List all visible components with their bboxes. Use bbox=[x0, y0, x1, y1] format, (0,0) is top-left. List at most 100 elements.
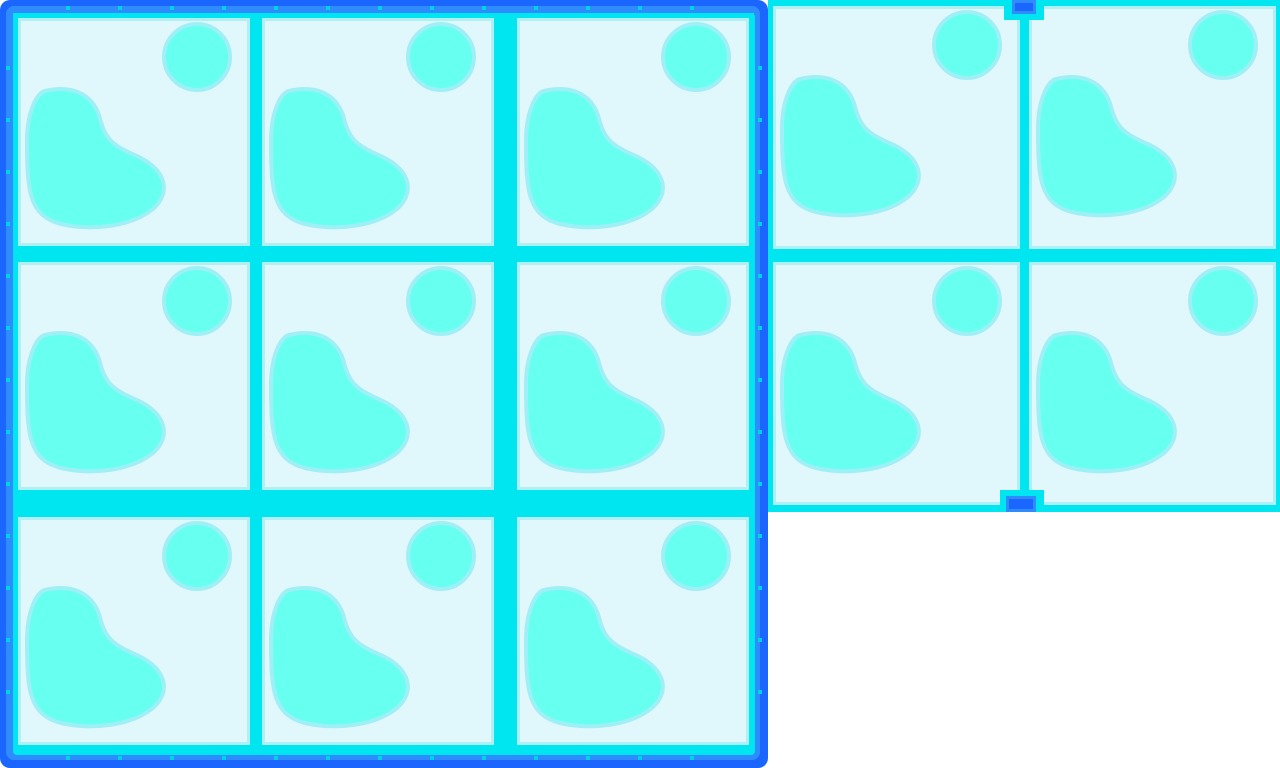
frame-stud bbox=[118, 756, 122, 760]
frame-stud bbox=[118, 6, 122, 10]
tile-r1-c2 bbox=[1024, 1, 1280, 254]
blob-icon bbox=[268, 586, 410, 729]
blob-icon bbox=[268, 331, 410, 474]
blob-icon bbox=[1035, 266, 1258, 474]
blob-icon bbox=[523, 521, 731, 729]
tile-r1-c3 bbox=[512, 13, 754, 251]
bubble-icon bbox=[661, 521, 731, 591]
bubble-icon bbox=[406, 266, 476, 336]
frame-stud bbox=[66, 756, 70, 760]
frame-stud bbox=[274, 6, 278, 10]
tile-r2-c2 bbox=[257, 257, 499, 495]
left-tile-sheet-frame bbox=[0, 0, 768, 768]
blob-icon bbox=[523, 586, 665, 729]
frame-stud bbox=[6, 170, 10, 174]
blob-icon bbox=[268, 266, 476, 474]
blob-icon bbox=[24, 87, 166, 230]
frame-stud bbox=[758, 378, 762, 382]
frame-stud bbox=[586, 756, 590, 760]
tile-r3-c2 bbox=[257, 512, 499, 750]
frame-stud bbox=[758, 326, 762, 330]
bubble-icon bbox=[661, 22, 731, 92]
bubble-icon bbox=[406, 22, 476, 92]
frame-stud bbox=[170, 6, 174, 10]
frame-stud bbox=[170, 756, 174, 760]
frame-stud bbox=[758, 170, 762, 174]
blob-icon bbox=[1035, 331, 1177, 474]
blob-icon bbox=[24, 331, 166, 474]
blob-icon bbox=[523, 22, 731, 230]
blob-icon bbox=[1035, 10, 1258, 218]
tile-r2-c3 bbox=[512, 257, 754, 495]
right-tile-grid bbox=[768, 0, 1280, 512]
tile-r3-c3 bbox=[512, 512, 754, 750]
frame-stud bbox=[6, 586, 10, 590]
frame-stud bbox=[758, 534, 762, 538]
frame-stud bbox=[638, 756, 642, 760]
bubble-icon bbox=[932, 266, 1002, 336]
frame-stud bbox=[586, 6, 590, 10]
blob-icon bbox=[523, 87, 665, 230]
frame-stud bbox=[66, 6, 70, 10]
frame-stud bbox=[758, 482, 762, 486]
frame-stud bbox=[430, 6, 434, 10]
tile-r2-c1 bbox=[768, 257, 1025, 510]
blob-icon bbox=[268, 521, 476, 729]
tile-r1-c1 bbox=[13, 13, 255, 251]
blob-icon bbox=[24, 586, 166, 729]
frame-stud bbox=[274, 756, 278, 760]
tile-r1-c2 bbox=[257, 13, 499, 251]
frame-stud bbox=[6, 118, 10, 122]
frame-stud bbox=[690, 756, 694, 760]
bubble-icon bbox=[162, 22, 232, 92]
frame-stud bbox=[758, 586, 762, 590]
blob-icon bbox=[1035, 75, 1177, 218]
blob-icon bbox=[24, 521, 232, 729]
bottom-connector-notch bbox=[1000, 490, 1044, 512]
frame-stud bbox=[6, 222, 10, 226]
blob-icon bbox=[24, 22, 232, 230]
blob-icon bbox=[24, 266, 232, 474]
left-tile-grid bbox=[13, 13, 754, 750]
frame-stud bbox=[222, 6, 226, 10]
frame-stud bbox=[378, 6, 382, 10]
frame-stud bbox=[6, 482, 10, 486]
frame-stud bbox=[6, 66, 10, 70]
frame-stud bbox=[6, 430, 10, 434]
bubble-icon bbox=[1188, 266, 1258, 336]
blob-icon bbox=[268, 87, 410, 230]
bubble-icon bbox=[162, 521, 232, 591]
bubble-icon bbox=[406, 521, 476, 591]
frame-stud bbox=[758, 638, 762, 642]
top-connector-notch bbox=[1004, 0, 1044, 20]
frame-stud bbox=[638, 6, 642, 10]
frame-stud bbox=[6, 534, 10, 538]
frame-stud bbox=[6, 378, 10, 382]
bubble-icon bbox=[932, 10, 1002, 80]
blob-icon bbox=[779, 10, 1002, 218]
blob-icon bbox=[779, 75, 921, 218]
tile-r3-c1 bbox=[13, 512, 255, 750]
right-tile-sheet bbox=[768, 0, 1280, 512]
frame-stud bbox=[326, 6, 330, 10]
tile-r2-c2 bbox=[1024, 257, 1280, 510]
blob-icon bbox=[523, 266, 731, 474]
frame-stud bbox=[430, 756, 434, 760]
frame-stud bbox=[6, 326, 10, 330]
frame-stud bbox=[758, 66, 762, 70]
frame-stud bbox=[378, 756, 382, 760]
bubble-icon bbox=[1188, 10, 1258, 80]
frame-stud bbox=[6, 274, 10, 278]
frame-stud bbox=[758, 430, 762, 434]
bubble-icon bbox=[661, 266, 731, 336]
frame-stud bbox=[690, 6, 694, 10]
bubble-icon bbox=[162, 266, 232, 336]
blob-icon bbox=[268, 22, 476, 230]
frame-stud bbox=[758, 274, 762, 278]
frame-stud bbox=[534, 756, 538, 760]
blob-icon bbox=[779, 331, 921, 474]
blob-icon bbox=[523, 331, 665, 474]
frame-stud bbox=[6, 690, 10, 694]
frame-stud bbox=[758, 118, 762, 122]
